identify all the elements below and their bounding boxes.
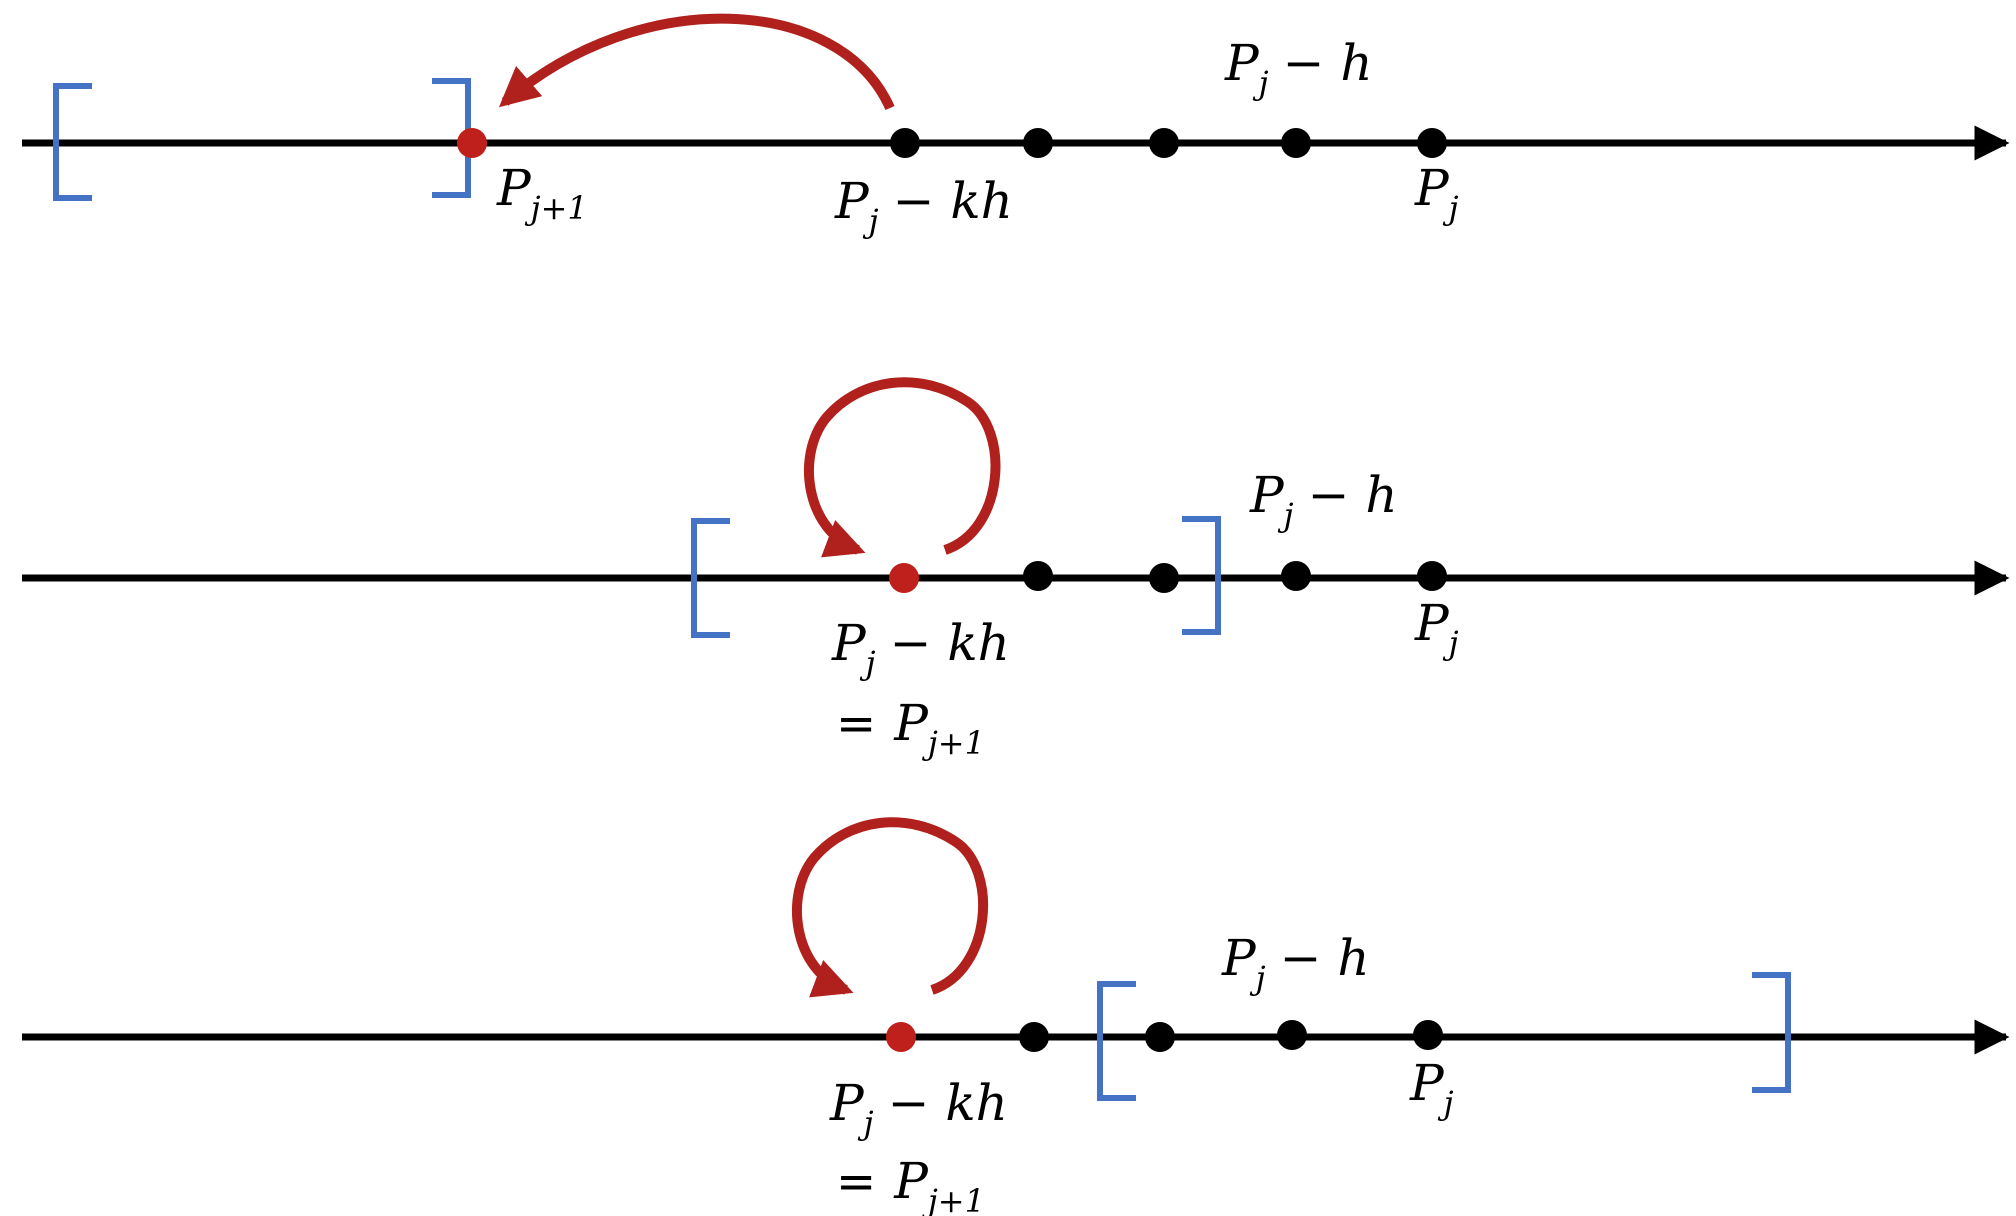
left-bracket bbox=[53, 83, 92, 201]
selected-point bbox=[457, 128, 487, 158]
label-p-j: Pj bbox=[1409, 1054, 1454, 1122]
left-bracket bbox=[691, 518, 730, 638]
grid-point bbox=[1417, 128, 1447, 158]
label-equals-p-j-plus-1: =Pj+1 bbox=[836, 694, 985, 762]
loop-arrow-icon bbox=[804, 377, 1001, 558]
grid-point bbox=[1019, 1022, 1049, 1052]
grid-point bbox=[890, 128, 920, 158]
label-p-j-minus-kh: Pj− kh bbox=[831, 614, 1010, 682]
row-3: Pj− h Pj Pj− kh =Pj+1 bbox=[22, 817, 2010, 1216]
selected-point bbox=[889, 563, 919, 593]
grid-point bbox=[1417, 561, 1447, 591]
label-p-j: Pj bbox=[1414, 159, 1459, 227]
grid-point bbox=[1277, 1020, 1307, 1050]
loop-arrow-icon bbox=[792, 817, 988, 998]
label-p-j: Pj bbox=[1414, 594, 1459, 662]
right-bracket bbox=[1752, 972, 1791, 1093]
label-p-j-plus-1: Pj+1 bbox=[496, 159, 588, 227]
grid-point bbox=[1281, 561, 1311, 591]
grid-point bbox=[1413, 1020, 1443, 1050]
label-p-j-minus-kh: Pj− kh bbox=[829, 1074, 1008, 1142]
selected-point bbox=[886, 1022, 916, 1052]
grid-point bbox=[1023, 128, 1053, 158]
label-p-j-minus-kh: Pj− kh bbox=[834, 172, 1013, 240]
left-bracket bbox=[1097, 981, 1136, 1101]
grid-point bbox=[1023, 561, 1053, 591]
label-p-j-minus-h: Pj− h bbox=[1224, 34, 1373, 102]
row-1: Pj+1 Pj− kh Pj− h Pj bbox=[22, 13, 2010, 240]
grid-point bbox=[1149, 563, 1179, 593]
label-p-j-minus-h: Pj− h bbox=[1249, 466, 1398, 534]
grid-point bbox=[1145, 1022, 1175, 1052]
label-equals-p-j-plus-1: =Pj+1 bbox=[836, 1152, 985, 1216]
right-bracket bbox=[1182, 516, 1221, 635]
label-p-j-minus-h: Pj− h bbox=[1221, 929, 1370, 997]
grid-point bbox=[1281, 128, 1311, 158]
grid-point bbox=[1149, 128, 1179, 158]
curved-arrow-left-icon bbox=[498, 13, 895, 111]
row-2: Pj− h Pj Pj− kh =Pj+1 bbox=[22, 377, 2010, 762]
